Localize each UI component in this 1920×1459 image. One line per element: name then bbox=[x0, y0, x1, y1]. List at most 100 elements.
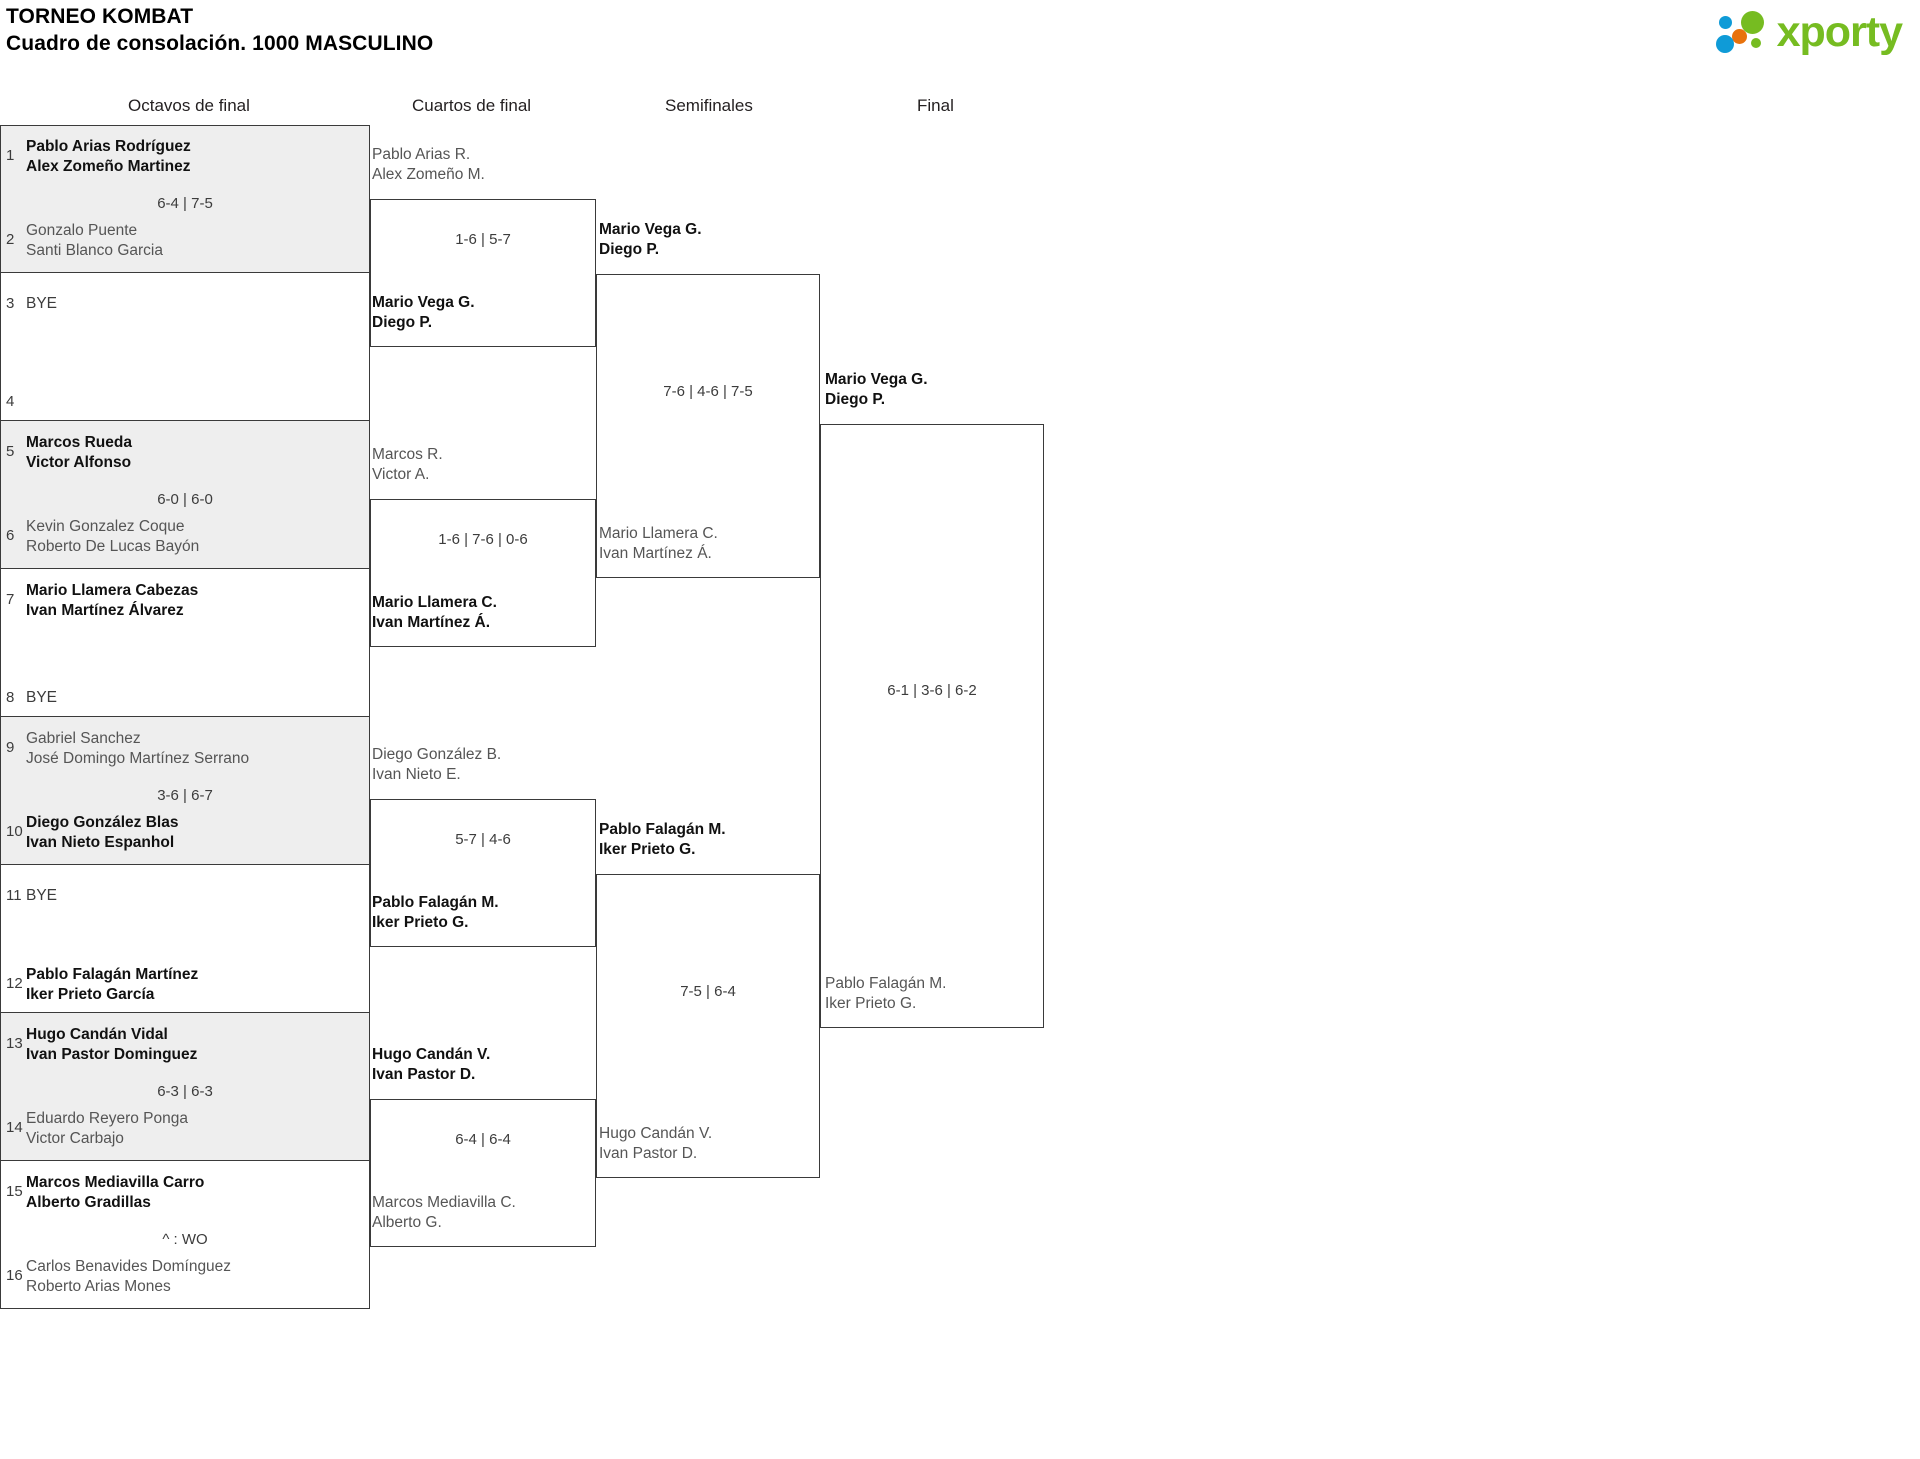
seed-number: 6 bbox=[6, 527, 15, 544]
r3-match-1-box[interactable] bbox=[596, 274, 820, 578]
r1-slot-8[interactable]: 8 BYE bbox=[0, 643, 370, 717]
r1-pair-13-14[interactable] bbox=[0, 1013, 370, 1161]
r2-m1-top-names: Pablo Arias R. Alex Zomeño M. bbox=[372, 146, 485, 183]
r4-final-box[interactable] bbox=[820, 424, 1044, 1028]
r2-m3-bottom-names: Pablo Falagán M. Iker Prieto G. bbox=[372, 894, 499, 931]
seed-number: 16 bbox=[6, 1267, 23, 1284]
r1-pair-9-10[interactable] bbox=[0, 717, 370, 865]
r2-m1-bottom-names: Mario Vega G. Diego P. bbox=[372, 294, 475, 331]
r1-slot-3[interactable]: 3 BYE bbox=[0, 273, 370, 347]
team-names: Diego González Blas Ivan Nieto Espanhol bbox=[26, 814, 179, 851]
seed-number: 11 bbox=[6, 887, 22, 904]
team-names: Hugo Candán Vidal Ivan Pastor Dominguez bbox=[26, 1026, 198, 1063]
r1-pair-11-12[interactable] bbox=[0, 865, 370, 1013]
r3-m1-score: 7-6 | 4-6 | 7-5 bbox=[663, 383, 753, 400]
r2-m2-top-names: Marcos R. Victor A. bbox=[372, 446, 443, 483]
xporty-logo: xporty bbox=[1715, 6, 1903, 58]
r4-top-names: Mario Vega G. Diego P. bbox=[825, 371, 928, 408]
logo-dot-orange bbox=[1731, 29, 1747, 44]
bye-label: BYE bbox=[26, 689, 58, 706]
team-names: Carlos Benavides Domínguez Roberto Arias… bbox=[26, 1258, 232, 1295]
seed-number: 7 bbox=[6, 591, 15, 608]
r2-m3-score: 5-7 | 4-6 bbox=[455, 831, 511, 848]
r1-slot-11[interactable]: 11 BYE bbox=[0, 865, 370, 939]
r3-match-2-box[interactable] bbox=[596, 874, 820, 1178]
r1-slot-14[interactable]: 14 Eduardo Reyero Ponga Victor Carbajo bbox=[0, 1087, 370, 1161]
r2-m2-score: 1-6 | 7-6 | 0-6 bbox=[438, 531, 528, 548]
team-names: Gonzalo Puente Santi Blanco Garcia bbox=[26, 222, 163, 259]
r3-m2-score: 7-5 | 6-4 bbox=[680, 983, 736, 1000]
r1-score-5-6: 6-0 | 6-0 bbox=[157, 491, 213, 508]
r2-match-2-box[interactable] bbox=[370, 499, 596, 647]
r1-pair-1-2[interactable] bbox=[0, 125, 370, 273]
r1-slot-4[interactable]: 4 bbox=[0, 347, 370, 421]
logo-dot-green-large bbox=[1740, 11, 1764, 34]
r1-slot-12[interactable]: 12 Pablo Falagán Martínez Iker Prieto Ga… bbox=[0, 939, 370, 1013]
r1-slot-7[interactable]: 7 Mario Llamera Cabezas Ivan Martínez Ál… bbox=[0, 569, 370, 643]
logo-dot-blue-large bbox=[1715, 35, 1734, 53]
r1-score-13-14: 6-3 | 6-3 bbox=[157, 1083, 213, 1100]
bye-label: BYE bbox=[26, 295, 58, 312]
seed-number: 8 bbox=[6, 689, 15, 706]
r1-slot-13[interactable]: 13 Hugo Candán Vidal Ivan Pastor Domingu… bbox=[0, 1013, 370, 1087]
r1-slot-5[interactable]: 5 Marcos Rueda Victor Alfonso bbox=[0, 421, 370, 495]
r3-m1-top-names: Mario Vega G. Diego P. bbox=[599, 221, 702, 258]
logo-dots-icon bbox=[1715, 8, 1773, 56]
round-header-octavos: Octavos de final bbox=[128, 96, 250, 115]
r2-m4-bottom-names: Marcos Mediavilla C. Alberto G. bbox=[372, 1194, 516, 1231]
r2-m3-top-names: Diego González B. Ivan Nieto E. bbox=[372, 746, 502, 783]
seed-number: 1 bbox=[6, 147, 15, 164]
r1-slot-6[interactable]: 6 Kevin Gonzalez Coque Roberto De Lucas … bbox=[0, 495, 370, 569]
r2-m2-bottom-names: Mario Llamera C. Ivan Martínez Á. bbox=[372, 594, 497, 631]
r1-slot-9[interactable]: 9 Gabriel Sanchez José Domingo Martínez … bbox=[0, 717, 370, 791]
r1-slot-16[interactable]: 16 Carlos Benavides Domínguez Roberto Ar… bbox=[0, 1235, 370, 1309]
team-names: Mario Llamera Cabezas Ivan Martínez Álva… bbox=[26, 582, 199, 619]
team-names: Marcos Mediavilla Carro Alberto Gradilla… bbox=[26, 1174, 205, 1211]
bye-label: BYE bbox=[26, 887, 58, 904]
r3-m2-top-names: Pablo Falagán M. Iker Prieto G. bbox=[599, 821, 726, 858]
seed-number: 2 bbox=[6, 231, 15, 248]
r2-match-1-box[interactable] bbox=[370, 199, 596, 347]
draw-subtitle: Cuadro de consolación. 1000 MASCULINO bbox=[6, 32, 434, 55]
seed-number: 9 bbox=[6, 739, 15, 756]
r1-score-1-2: 6-4 | 7-5 bbox=[157, 195, 213, 212]
seed-number: 13 bbox=[6, 1035, 23, 1052]
logo-wordmark: xporty bbox=[1776, 7, 1903, 56]
seed-number: 15 bbox=[6, 1183, 23, 1200]
seed-number: 12 bbox=[6, 975, 23, 992]
team-names: Gabriel Sanchez José Domingo Martínez Se… bbox=[26, 730, 250, 767]
team-names: Pablo Arias Rodríguez Alex Zomeño Martin… bbox=[26, 138, 191, 175]
r4-bottom-names: Pablo Falagán M. Iker Prieto G. bbox=[825, 975, 947, 1012]
r2-match-3-box[interactable] bbox=[370, 799, 596, 947]
r3-m2-bottom-names: Hugo Candán V. Ivan Pastor D. bbox=[599, 1125, 713, 1162]
r4-score: 6-1 | 3-6 | 6-2 bbox=[887, 682, 977, 699]
team-names: Pablo Falagán Martínez Iker Prieto Garcí… bbox=[26, 966, 199, 1003]
team-names: Marcos Rueda Victor Alfonso bbox=[26, 434, 132, 471]
r1-pair-15-16[interactable] bbox=[0, 1161, 370, 1309]
logo-dot-green-small bbox=[1750, 38, 1761, 48]
r1-score-9-10: 3-6 | 6-7 bbox=[157, 787, 213, 804]
r1-pair-7-8[interactable] bbox=[0, 569, 370, 717]
r1-slot-15[interactable]: 15 Marcos Mediavilla Carro Alberto Gradi… bbox=[0, 1161, 370, 1235]
r1-pair-3-4[interactable] bbox=[0, 273, 370, 421]
r2-m4-top-names: Hugo Candán V. Ivan Pastor D. bbox=[372, 1046, 491, 1083]
round-header-final: Final bbox=[917, 96, 954, 115]
r1-slot-2[interactable]: 2 Gonzalo Puente Santi Blanco Garcia bbox=[0, 199, 370, 273]
team-names: Eduardo Reyero Ponga Victor Carbajo bbox=[26, 1110, 189, 1147]
r1-pair-5-6[interactable] bbox=[0, 421, 370, 569]
round-header-semis: Semifinales bbox=[665, 96, 753, 115]
seed-number: 3 bbox=[6, 295, 15, 312]
r1-slot-10[interactable]: 10 Diego González Blas Ivan Nieto Espanh… bbox=[0, 791, 370, 865]
seed-number: 14 bbox=[6, 1119, 23, 1136]
logo-dot-blue-small bbox=[1718, 16, 1732, 29]
r2-m4-score: 6-4 | 6-4 bbox=[455, 1131, 511, 1148]
r1-slot-1[interactable]: 1 Pablo Arias Rodríguez Alex Zomeño Mart… bbox=[0, 125, 370, 199]
seed-number: 4 bbox=[6, 393, 15, 410]
team-names: Kevin Gonzalez Coque Roberto De Lucas Ba… bbox=[26, 518, 200, 555]
r2-m1-score: 1-6 | 5-7 bbox=[455, 231, 511, 248]
r2-match-4-box[interactable] bbox=[370, 1099, 596, 1247]
page-header: TORNEO KOMBAT Cuadro de consolación. 100… bbox=[6, 4, 433, 57]
seed-number: 5 bbox=[6, 443, 15, 460]
r3-m1-bottom-names: Mario Llamera C. Ivan Martínez Á. bbox=[599, 525, 718, 562]
